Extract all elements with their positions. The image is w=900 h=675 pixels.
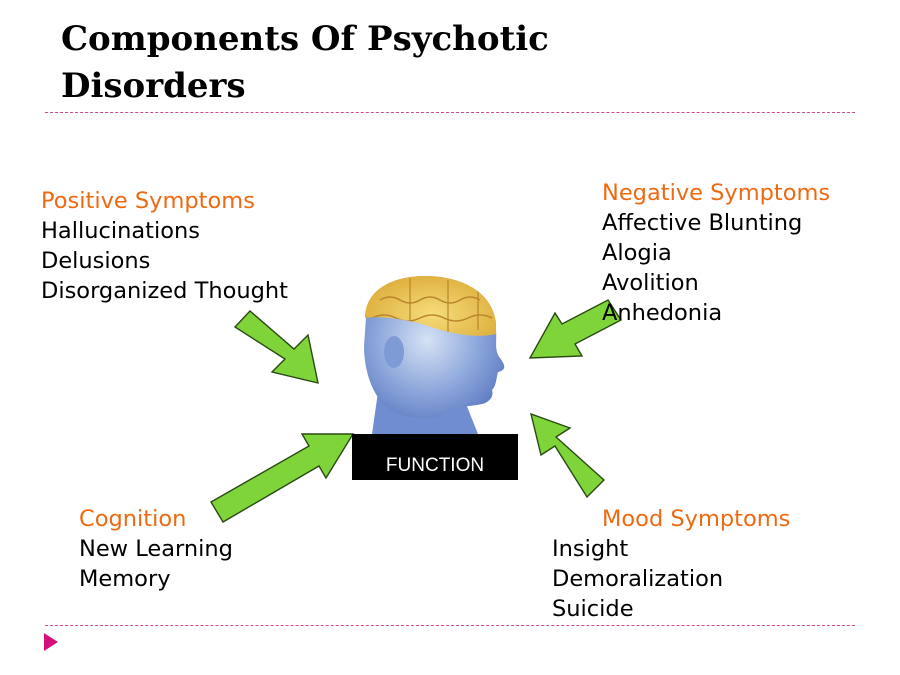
list-item: Demoralization	[552, 566, 724, 592]
bullet-triangle-icon	[44, 633, 58, 651]
list-item: Affective Blunting	[602, 210, 803, 236]
mood-symptoms-group: Insight Demoralization Suicide	[552, 534, 723, 624]
list-item: Memory	[79, 566, 171, 592]
function-label: FUNCTION	[385, 455, 485, 476]
function-box	[352, 434, 518, 480]
arrow-negative-icon	[528, 299, 623, 359]
negative-symptoms-group: Negative Symptoms Affective Blunting Alo…	[602, 178, 830, 328]
list-item: Disorganized Thought	[41, 278, 288, 304]
list-item: Insight	[552, 536, 629, 562]
list-item: Hallucinations	[41, 218, 200, 244]
list-item: Alogia	[602, 240, 672, 266]
cognition-group: Cognition New Learning Memory	[79, 504, 233, 594]
bottom-divider	[45, 625, 855, 626]
negative-symptoms-heading: Negative Symptoms	[602, 180, 831, 206]
positive-symptoms-heading: Positive Symptoms	[41, 188, 255, 214]
cognition-heading: Cognition	[79, 506, 187, 532]
top-divider	[45, 112, 855, 113]
mood-symptoms-heading: Mood Symptoms	[602, 506, 791, 532]
arrow-mood-icon	[530, 412, 606, 499]
list-item: Delusions	[41, 248, 151, 274]
brain-head-icon	[364, 276, 505, 434]
arrow-positive-icon	[233, 310, 319, 384]
mood-symptoms-heading-block: Mood Symptoms	[602, 504, 790, 534]
arrow-cognition-icon	[210, 433, 355, 523]
list-item: Anhedonia	[602, 300, 723, 326]
list-item: New Learning	[79, 536, 233, 562]
positive-symptoms-group: Positive Symptoms Hallucinations Delusio…	[41, 186, 288, 306]
list-item: Avolition	[602, 270, 699, 296]
page-title: Components Of Psychotic Disorders	[61, 19, 549, 106]
list-item: Suicide	[552, 596, 634, 622]
